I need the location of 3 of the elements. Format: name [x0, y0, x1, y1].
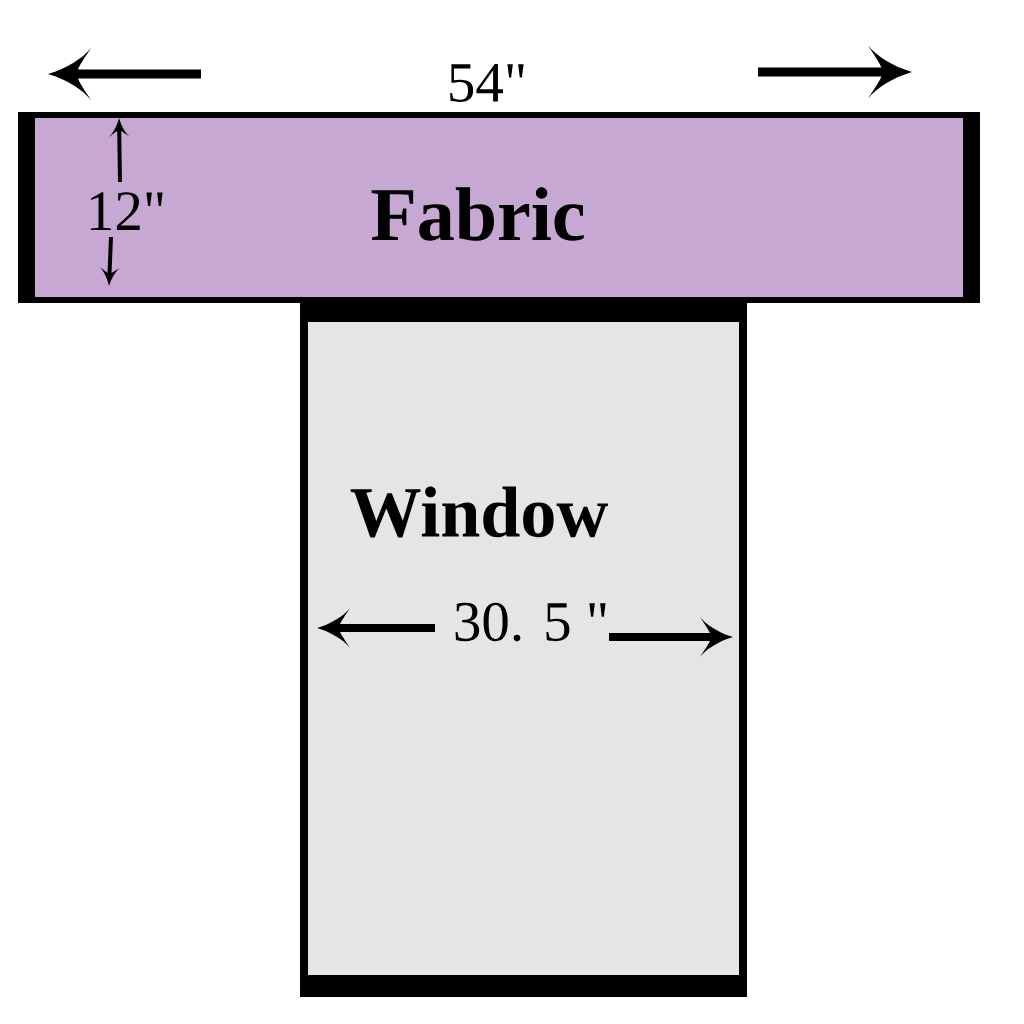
node-label: Window: [350, 486, 608, 538]
dimension-label: 30. 5 ": [455, 602, 606, 642]
dimension-label: 12": [90, 192, 163, 230]
